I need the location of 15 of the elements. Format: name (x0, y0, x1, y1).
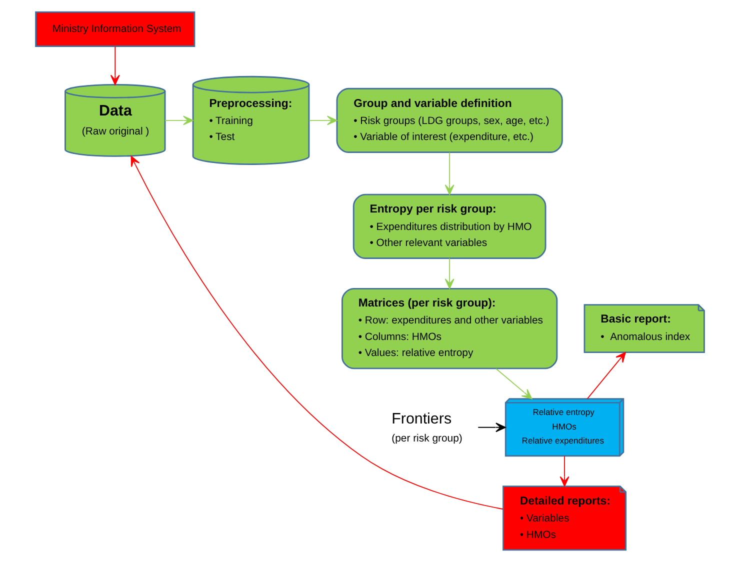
arrow (496, 368, 532, 400)
node-text: Frontiers (per risk group) (392, 410, 462, 444)
arrow (444, 258, 454, 289)
arrow (130, 156, 504, 510)
arrow (586, 352, 626, 400)
node-box: Group and variable definition • Risk groups (LDG groups, sex, age, etc.) • Variable of interest (expenditure, etc.) (336, 88, 563, 153)
arrow (308, 116, 338, 126)
arrow (560, 455, 570, 487)
node-box: Entropy per risk group: • Expenditures distribution by HMO • Other relevant variables (352, 194, 546, 259)
arrow (478, 422, 506, 432)
arrow (164, 116, 194, 126)
arrow (110, 46, 120, 86)
arrow (444, 152, 454, 195)
node-box: Ministry Information System (35, 11, 196, 47)
node-box: Matrices (per risk group): • Row: expenditures and other variables • Columns: HMOs • Values: relative entropy (342, 288, 558, 370)
